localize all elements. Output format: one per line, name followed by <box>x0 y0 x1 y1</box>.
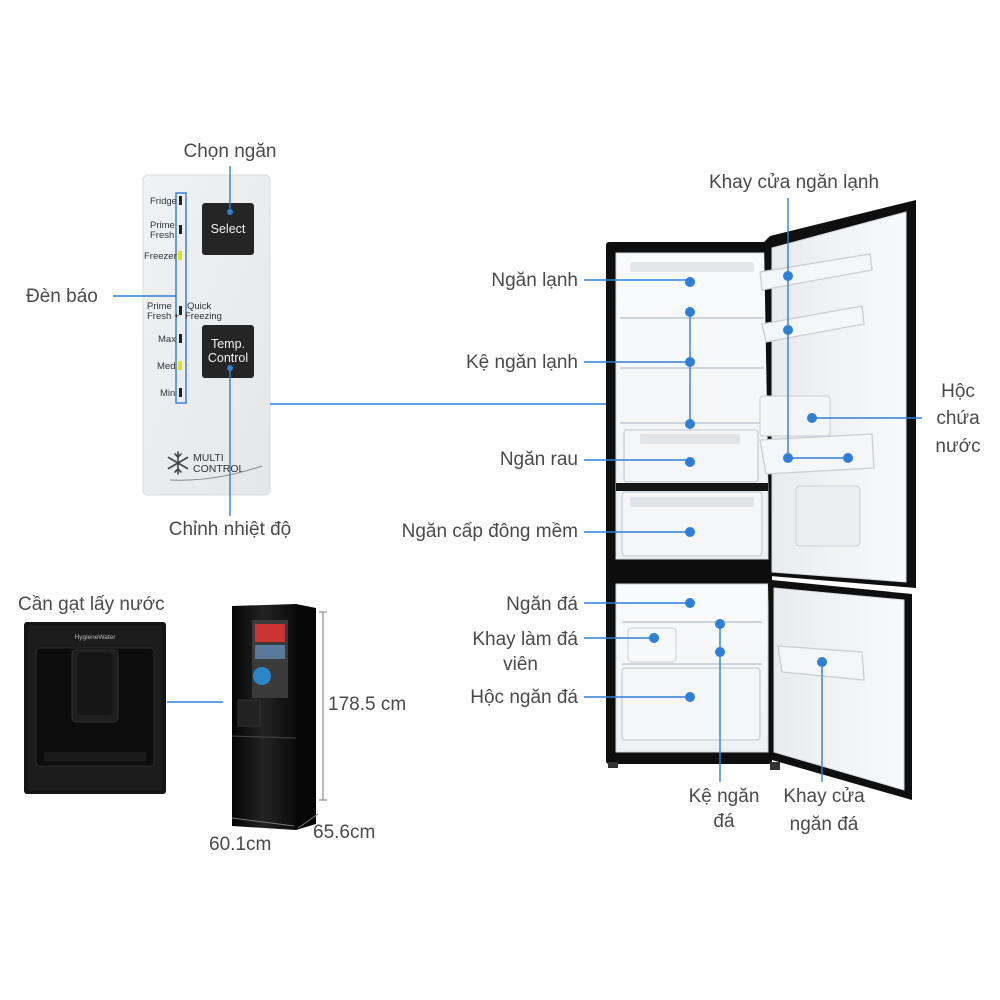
svg-text:ngăn đá: ngăn đá <box>790 814 859 835</box>
svg-text:đá: đá <box>713 811 735 832</box>
label-khay-cua-ngan-da: Khay cửa <box>783 786 865 807</box>
multi-control-brand: MULTI <box>193 452 224 464</box>
svg-text:CONTROL: CONTROL <box>193 463 244 475</box>
svg-text:chứa: chứa <box>936 408 980 429</box>
mode-quick-freezing-label: Quick <box>187 301 212 312</box>
label-ke-ngan-lanh: Kệ ngăn lạnh <box>466 352 578 373</box>
label-ngan-rau: Ngăn rau <box>500 449 578 470</box>
mode-fridge-label: Fridge <box>150 196 177 207</box>
mode-prime-fresh-label: Prime <box>150 220 175 231</box>
label-hoc-ngan-da: Hộc ngăn đá <box>470 687 578 708</box>
svg-text:viên: viên <box>503 654 538 675</box>
label-ngan-cap-dong-mem: Ngăn cấp đông mềm <box>402 521 578 542</box>
label-khay-cua-ngan-lanh: Khay cửa ngăn lạnh <box>709 172 879 193</box>
label-chinh-nhiet-do: Chỉnh nhiệt độ <box>169 519 292 540</box>
mode-freezer-label: Freezer <box>144 251 177 262</box>
svg-text:nước: nước <box>935 436 980 457</box>
level-med-label: Med <box>157 361 175 372</box>
label-khay-lam-da: Khay làm đá <box>472 629 578 650</box>
svg-text:Select: Select <box>211 222 246 236</box>
svg-text:Temp.: Temp. <box>211 337 245 351</box>
level-min-label: Min <box>160 388 175 399</box>
snowflake-icon <box>167 451 189 475</box>
svg-text:Control: Control <box>208 351 248 365</box>
water-dispenser-image: HygieneWater <box>24 622 166 794</box>
dispenser-brand: HygieneWater <box>75 634 117 641</box>
dimension-height: 178.5 cm <box>328 694 406 715</box>
mode-prime-fresh-plus-label: Prime <box>147 301 172 312</box>
label-hoc-chua-nuoc: Hộc <box>941 381 975 402</box>
control-panel: Fridge Prime Fresh Freezer Prime Fresh +… <box>142 174 271 496</box>
indicator-led-bar <box>175 192 187 404</box>
temp-control-button[interactable]: Temp. Control <box>202 325 254 378</box>
svg-text:Freezing: Freezing <box>185 311 222 322</box>
dimension-depth: 65.6cm <box>313 822 375 843</box>
select-button[interactable]: Select <box>202 203 254 255</box>
label-chon-ngan: Chọn ngăn <box>184 141 277 162</box>
label-ngan-da: Ngăn đá <box>506 594 578 615</box>
label-ke-ngan-da: Kệ ngăn <box>689 786 760 807</box>
label-den-bao: Đèn báo <box>26 286 98 307</box>
fridge-open-image <box>606 200 916 800</box>
level-max-label: Max <box>158 334 176 345</box>
dimension-width: 60.1cm <box>209 834 271 855</box>
fridge-front-image <box>231 604 316 830</box>
svg-text:Fresh +: Fresh + <box>147 311 180 322</box>
svg-text:Fresh: Fresh <box>150 230 174 241</box>
label-ngan-lanh: Ngăn lạnh <box>491 270 578 291</box>
label-can-gat: Cần gạt lấy nước <box>18 594 165 615</box>
